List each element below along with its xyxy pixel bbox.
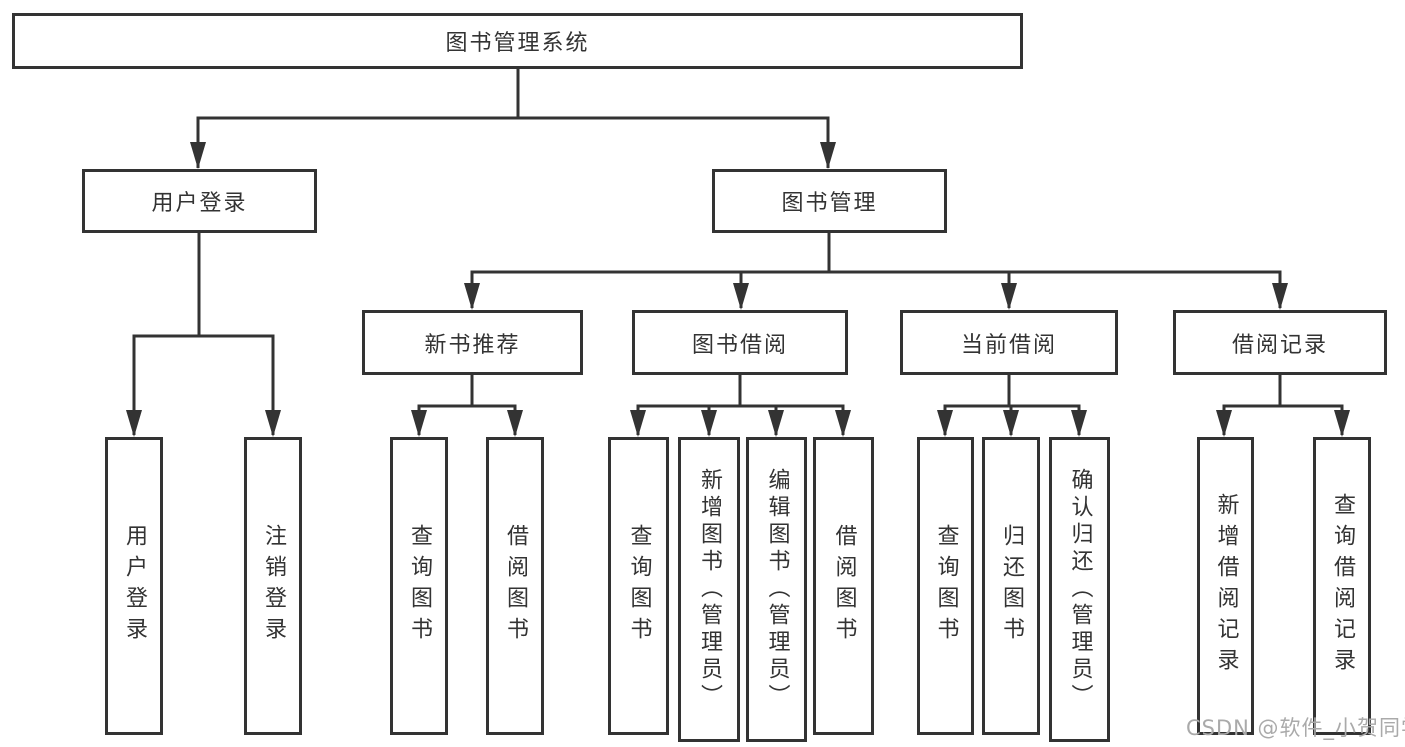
leaf-return-books: 归还图书 — [982, 437, 1040, 735]
leaf-confirm-return-admin-label: 确认归还（管理员） — [1067, 468, 1093, 711]
node-root: 图书管理系统 — [12, 13, 1023, 69]
leaf-borrow-query-books: 查询图书 — [608, 437, 669, 735]
node-new-book-recommend-label: 新书推荐 — [424, 332, 521, 358]
arrowheads — [126, 142, 1350, 437]
leaf-current-query-books-label: 查询图书 — [933, 524, 959, 648]
node-book-management-label: 图书管理 — [781, 191, 878, 216]
leaf-edit-books-admin: 编辑图书（管理员） — [746, 437, 807, 742]
leaf-recommend-borrow-books: 借阅图书 — [486, 437, 544, 735]
leaf-return-books-label: 归还图书 — [999, 524, 1024, 648]
watermark: CSDN @软件_小贺同学 — [1186, 716, 1405, 740]
leaf-borrow-query-books-label: 查询图书 — [626, 524, 652, 648]
leaf-confirm-return-admin: 确认归还（管理员） — [1049, 437, 1110, 742]
node-book-borrow-label: 图书借阅 — [691, 332, 788, 358]
node-book-management: 图书管理 — [712, 169, 947, 233]
leaf-recommend-query-books: 查询图书 — [390, 437, 448, 735]
leaf-add-borrow-record-label: 新增借阅记录 — [1213, 493, 1239, 679]
leaf-recommend-query-books-label: 查询图书 — [407, 524, 432, 648]
node-book-borrow: 图书借阅 — [632, 310, 848, 375]
leaf-borrow-books: 借阅图书 — [813, 437, 874, 735]
leaf-query-borrow-record: 查询借阅记录 — [1313, 437, 1371, 735]
node-root-label: 图书管理系统 — [445, 31, 590, 56]
node-new-book-recommend: 新书推荐 — [362, 310, 583, 375]
leaf-query-borrow-record-label: 查询借阅记录 — [1330, 493, 1355, 679]
leaf-edit-books-admin-label: 编辑图书（管理员） — [764, 468, 790, 711]
node-user-login-label: 用户登录 — [151, 191, 248, 216]
leaf-logout-label: 注销登录 — [261, 524, 286, 648]
leaf-borrow-books-label: 借阅图书 — [831, 524, 857, 648]
node-current-borrow-label: 当前借阅 — [960, 332, 1057, 358]
leaf-user-login-label: 用户登录 — [122, 524, 147, 648]
node-current-borrow: 当前借阅 — [900, 310, 1118, 375]
leaf-add-books-admin-label: 新增图书（管理员） — [697, 468, 722, 711]
node-user-login: 用户登录 — [82, 169, 317, 233]
leaf-current-query-books: 查询图书 — [917, 437, 974, 735]
node-borrow-records-label: 借阅记录 — [1231, 332, 1328, 358]
node-borrow-records: 借阅记录 — [1173, 310, 1387, 375]
leaf-recommend-borrow-books-label: 借阅图书 — [503, 524, 528, 648]
leaf-add-books-admin: 新增图书（管理员） — [678, 437, 740, 742]
leaf-user-login: 用户登录 — [105, 437, 163, 735]
leaf-add-borrow-record: 新增借阅记录 — [1197, 437, 1254, 735]
leaf-logout: 注销登录 — [244, 437, 302, 735]
